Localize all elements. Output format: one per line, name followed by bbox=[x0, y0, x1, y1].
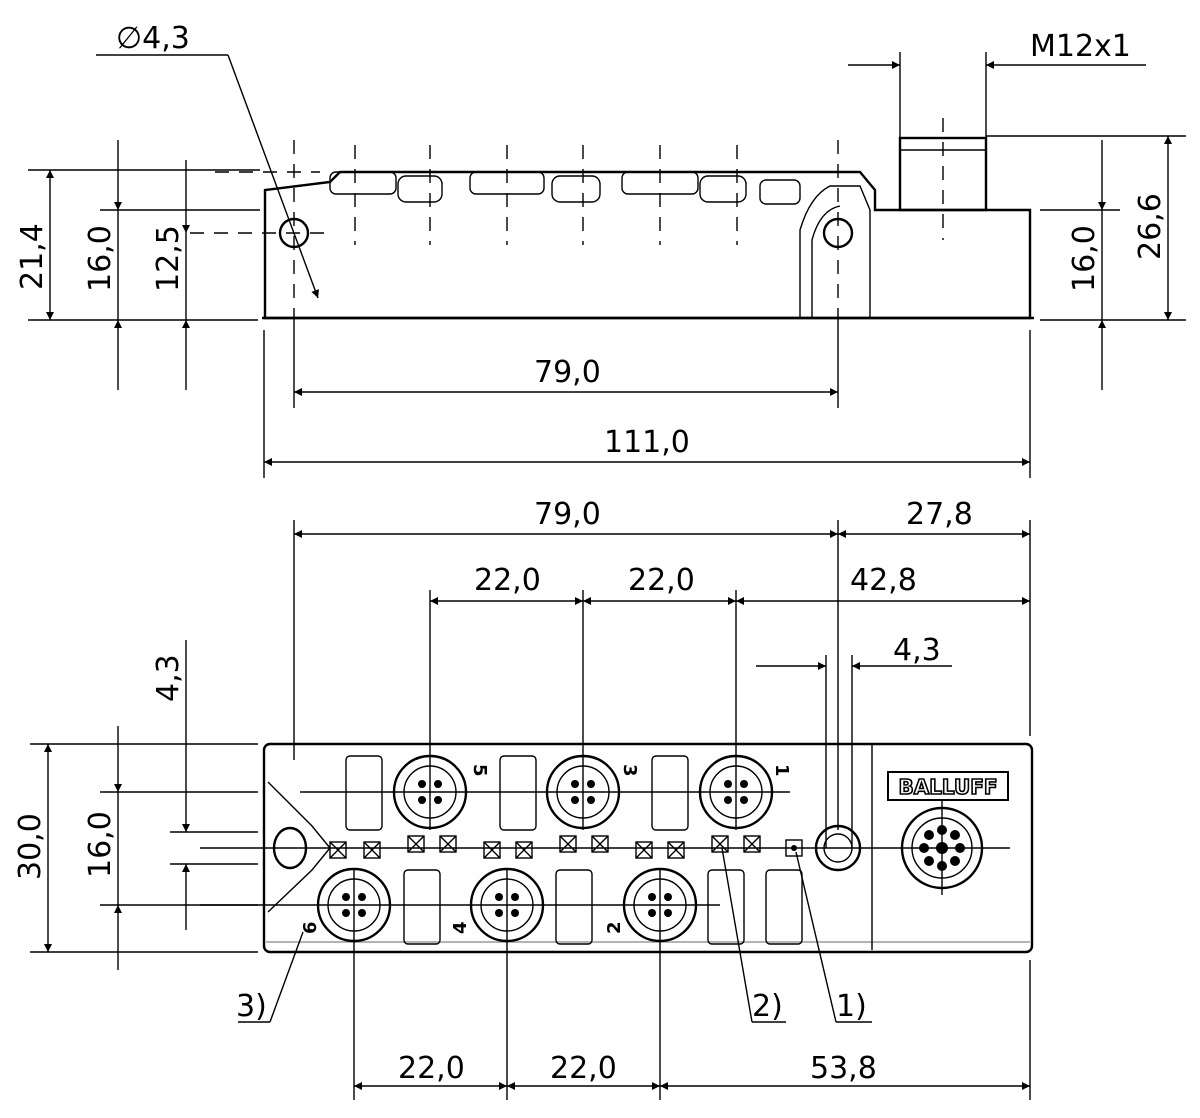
dim-height-total-left: 21,4 bbox=[15, 223, 50, 290]
dim-slot-width: 4,3 bbox=[893, 633, 941, 668]
dim-port-pitch-top-2: 22,0 bbox=[628, 563, 695, 598]
led-indicators bbox=[329, 835, 803, 859]
dim-body-height-left: 16,0 bbox=[83, 225, 118, 292]
dim-port-pitch-top-1: 22,0 bbox=[474, 563, 541, 598]
balluff-logo: BALLUFF bbox=[887, 771, 1009, 801]
connector-caps bbox=[329, 171, 801, 205]
svg-text:BALLUFF: BALLUFF bbox=[898, 775, 997, 799]
module-body-side bbox=[263, 170, 1032, 320]
port-number-3: 3 bbox=[619, 764, 640, 777]
dim-small-height: 4,3 bbox=[151, 654, 186, 702]
dim-port-pitch-bottom-2: 22,0 bbox=[550, 1051, 617, 1086]
dim-right-offset: 27,8 bbox=[906, 497, 973, 532]
callout-3: 3) bbox=[236, 989, 267, 1024]
port-number-1: 1 bbox=[771, 764, 792, 777]
dim-overall-width: 30,0 bbox=[13, 813, 48, 880]
dim-body-height-right: 16,0 bbox=[1067, 225, 1102, 292]
callout-1: 1) bbox=[836, 989, 867, 1024]
plan-view: 5 3 1 6 4 2 BALLUFF bbox=[13, 497, 1034, 1100]
dim-right-offset-bottom: 53,8 bbox=[810, 1051, 877, 1086]
dim-hole-diameter: ∅4,3 bbox=[116, 21, 190, 56]
dim-hole-spacing-plan: 79,0 bbox=[534, 497, 601, 532]
dim-height-total-right: 26,6 bbox=[1133, 193, 1168, 260]
callout-2: 2) bbox=[752, 989, 783, 1024]
port-number-5: 5 bbox=[469, 764, 490, 777]
side-elevation: ∅4,3 M12x1 21,4 16,0 12,5 26,6 16,0 79,0 bbox=[15, 21, 1186, 478]
dim-port-pitch-bottom-1: 22,0 bbox=[398, 1051, 465, 1086]
dim-thread: M12x1 bbox=[1030, 29, 1131, 64]
port-number-4: 4 bbox=[450, 921, 471, 934]
port-number-2: 2 bbox=[604, 921, 625, 934]
dim-inner-height: 16,0 bbox=[83, 811, 118, 878]
dim-hole-height: 12,5 bbox=[151, 225, 186, 292]
port-number-6: 6 bbox=[300, 921, 321, 934]
dim-overall-length: 111,0 bbox=[604, 425, 690, 460]
dim-hole-spacing-side: 79,0 bbox=[534, 355, 601, 390]
dim-right-offset-ports: 42,8 bbox=[850, 563, 917, 598]
